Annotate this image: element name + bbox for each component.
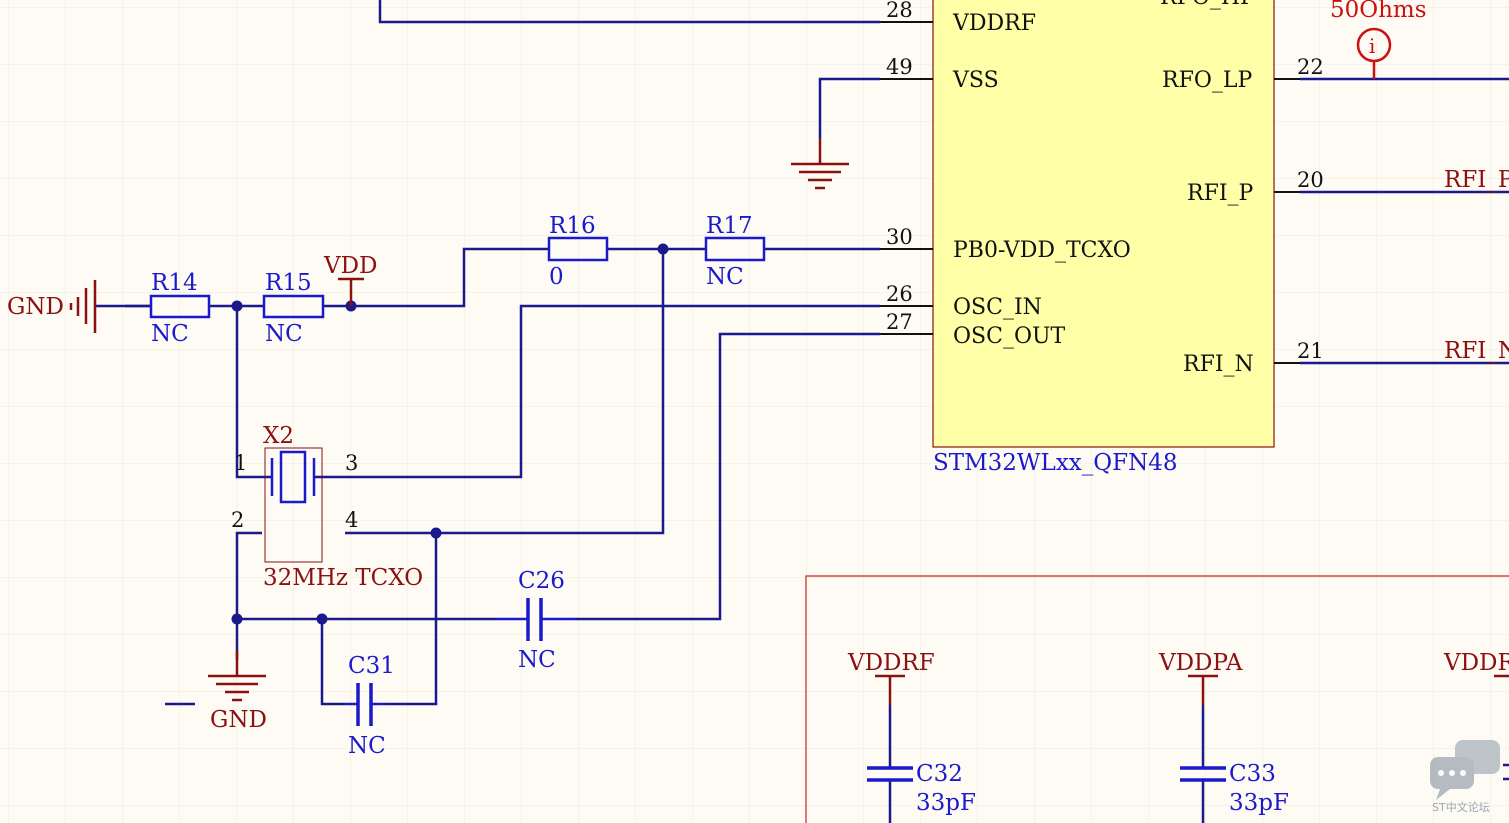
pin-name-vss: VSS	[952, 68, 999, 93]
gnd-bottom-symbol	[208, 650, 266, 702]
vdd-symbol	[338, 277, 364, 306]
pin-number-22: 22	[1297, 55, 1324, 79]
r14-value: NC	[151, 321, 189, 347]
ic-pins-left	[880, 21, 933, 335]
pin-number-27: 27	[886, 310, 913, 334]
capacitor-c26[interactable]	[495, 598, 575, 641]
resistor-r14[interactable]: R14 NC	[125, 270, 211, 347]
junction-dot	[316, 613, 328, 625]
vddpa-symbol	[1188, 674, 1218, 705]
ic-stm32wl[interactable]: STM32WLxx_QFN48	[932, 0, 1275, 476]
watermark-text: ST中文论坛	[1432, 800, 1490, 814]
gnd-left-symbol	[69, 280, 97, 333]
r17-designator: R17	[706, 213, 753, 239]
pin-name-osc-out: OSC_OUT	[953, 324, 1066, 349]
gnd-vss-symbol	[791, 138, 849, 190]
vdd-label: VDD	[323, 253, 378, 279]
x2-designator: X2	[263, 423, 294, 449]
pin-number-30: 30	[886, 225, 913, 249]
resistor-r17[interactable]: R17 NC	[704, 213, 766, 290]
sheet-region-border	[805, 575, 1509, 823]
x2-pin-3: 3	[345, 451, 358, 475]
net-label-rfi-n: RFI_N	[1444, 338, 1509, 364]
junction-dot	[231, 300, 243, 312]
x2-pin-4: 4	[345, 508, 358, 532]
ic-pins-right	[1274, 78, 1300, 364]
junction-dot	[231, 613, 243, 625]
net-label-rfi-p: RFI_P	[1444, 167, 1509, 193]
r16-designator: R16	[549, 213, 596, 239]
pin-name-pb0-vdd-tcxo: PB0-VDD_TCXO	[953, 238, 1131, 263]
c33-designator: C33	[1229, 761, 1276, 787]
c26-value: NC	[518, 647, 556, 673]
x2-pin-2: 2	[231, 508, 244, 532]
impedance-label: 50Ohms	[1330, 0, 1427, 23]
c31-designator: C31	[348, 653, 395, 679]
capacitor-c32[interactable]	[867, 766, 913, 782]
r14-designator: R14	[151, 270, 198, 296]
c26-designator: C26	[518, 568, 565, 594]
info-marker: i	[1369, 34, 1375, 58]
capacitor-c33[interactable]	[1180, 766, 1226, 782]
pin-name-rfi-n: RFI_N	[1183, 352, 1254, 377]
x2-value: 32MHz TCXO	[263, 565, 423, 591]
vddrf-label: VDDRF	[847, 650, 935, 676]
pin-number-28: 28	[886, 0, 913, 22]
pin-number-21: 21	[1297, 339, 1324, 363]
junctions	[231, 243, 669, 625]
ic-part-name: STM32WLxx_QFN48	[933, 450, 1177, 476]
impedance-directive[interactable]: 50Ohms i	[1330, 0, 1427, 79]
junction-dot	[657, 243, 669, 255]
c32-value: 33pF	[916, 790, 976, 816]
resistor-r15[interactable]: R15 NC	[262, 270, 325, 347]
junction-dot	[430, 527, 442, 539]
c33-value: 33pF	[1229, 790, 1289, 816]
pin-name-rfo-lp: RFO_LP	[1162, 68, 1252, 93]
r17-value: NC	[706, 264, 744, 290]
vddpa-label: VDDPA	[1158, 650, 1243, 676]
x2-pin-1: 1	[234, 451, 247, 475]
c32-designator: C32	[916, 761, 963, 787]
pin-number-26: 26	[886, 282, 913, 306]
c31-value: NC	[348, 733, 386, 759]
r15-designator: R15	[265, 270, 312, 296]
pin-number-20: 20	[1297, 168, 1324, 192]
r15-value: NC	[265, 321, 303, 347]
pin-name-rfo-hp: RFO_HP	[1160, 0, 1255, 10]
r16-value: 0	[549, 264, 564, 290]
resistor-r16[interactable]: R16 0	[547, 213, 609, 290]
ic-body[interactable]	[932, 0, 1275, 448]
vddrf-symbol	[875, 674, 905, 705]
pin-number-49: 49	[886, 55, 913, 79]
pin-name-rfi-p: RFI_P	[1187, 181, 1254, 206]
gnd-bottom-label: GND	[210, 707, 267, 733]
gnd-left-label: GND	[7, 294, 64, 320]
capacitor-c31[interactable]	[345, 683, 385, 726]
chat-bubbles-icon	[1430, 740, 1500, 800]
crystal-x2[interactable]: X2 32MHz TCXO 1 2 3 4	[231, 423, 423, 591]
pin-name-osc-in: OSC_IN	[953, 295, 1042, 320]
pin-name-vddrf: VDDRF	[952, 11, 1036, 36]
vddr-clipped-label: VDDR	[1443, 650, 1509, 676]
